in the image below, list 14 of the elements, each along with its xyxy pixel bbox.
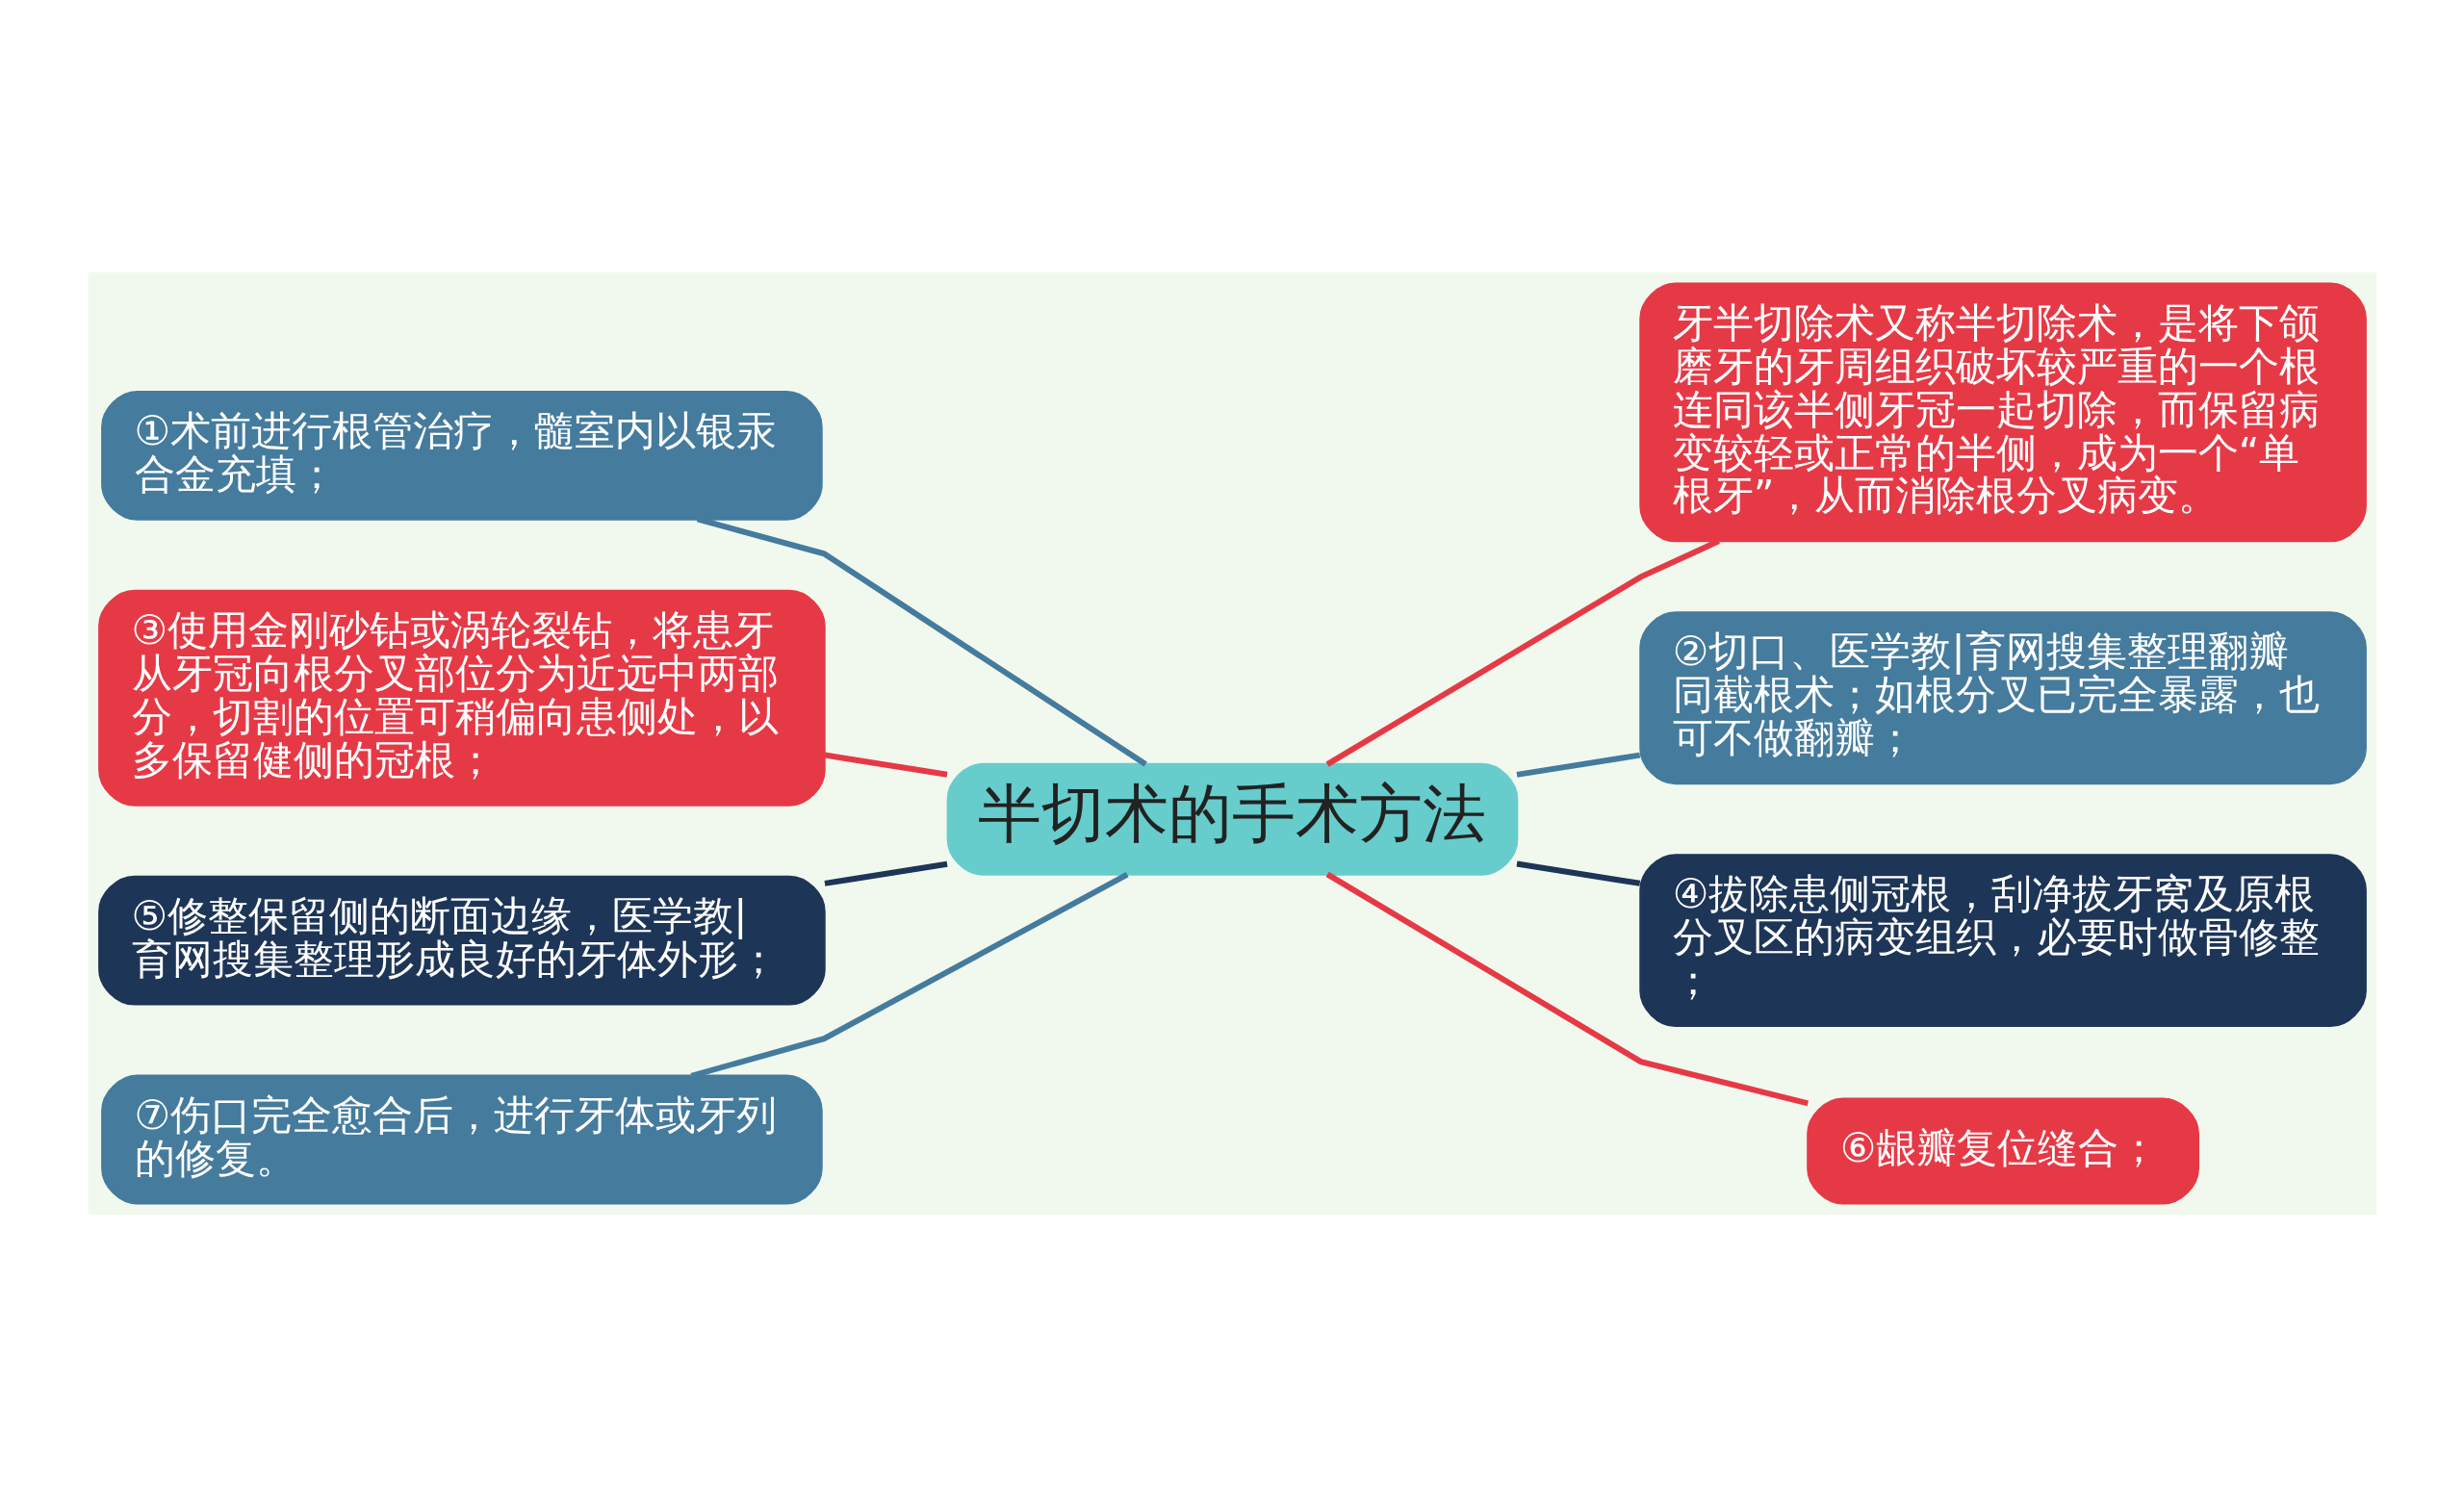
connector — [1516, 860, 1640, 886]
node-box: 牙半切除术又称半切除术，是将下颌磨牙的牙周组织破坏较严重的一个根连同该半侧牙冠一起切除，而保留病变较轻或正常的半侧，成为一个“单根牙”，从而消除根分叉病变。 — [1638, 282, 2367, 543]
node-box: 半切术的手术方法 — [946, 762, 1518, 876]
node-box: ③使用金刚砂钻或涡轮裂钻，将患牙从牙冠向根分叉部位分为近远中两部分，切割的位置可稍偏向患侧处，以多保留健侧的冠根； — [97, 589, 826, 807]
connector — [823, 752, 947, 778]
connector — [823, 860, 947, 886]
connector — [1325, 871, 1809, 1107]
node-box: ⑤修整保留侧的断面边缘，医学教|育网搜集整理形成良好的牙体外形； — [97, 875, 826, 1006]
node-box: ⑥龈瓣复位缝合； — [1806, 1097, 2199, 1205]
connector — [1516, 752, 1640, 778]
node-box: ⑦伤口完全愈合后，进行牙体或牙列的修复。 — [100, 1074, 823, 1205]
node-box: ①术前进行根管治疗，髓室内以银汞合金充填； — [100, 390, 823, 521]
node-box: ④拔除患侧冠根，刮净拔牙窝及原根分叉区的病变组织，必要时做骨修整； — [1638, 854, 2367, 1028]
node-box: ②切口、医学教|育网搜集整理翻瓣同截根术；如根分叉已完全暴露，也可不做翻瓣； — [1638, 611, 2367, 785]
